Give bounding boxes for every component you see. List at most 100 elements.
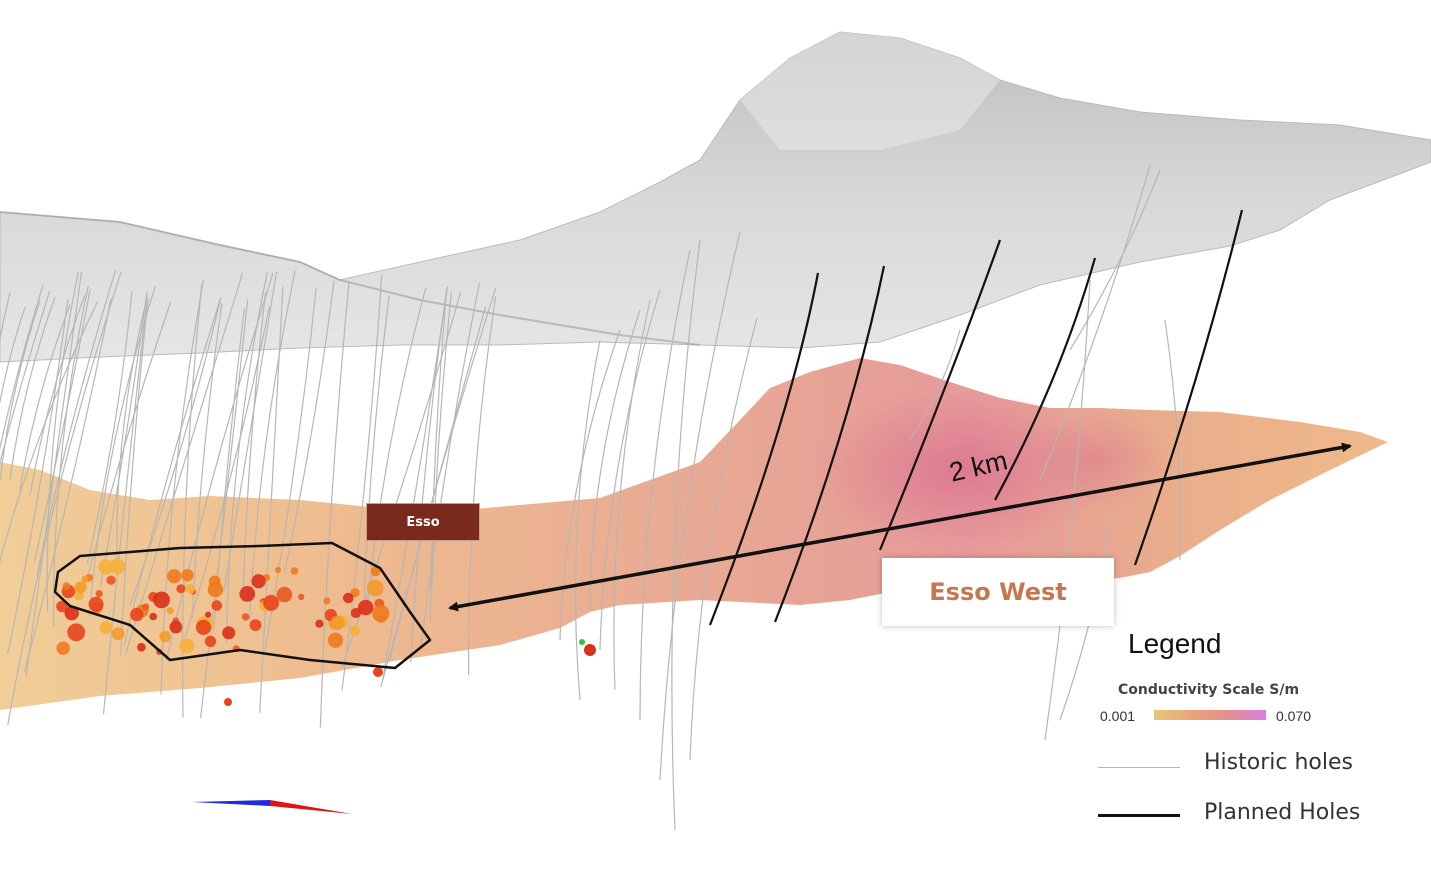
historic-hole	[52, 286, 89, 627]
assay-intercept	[373, 667, 383, 677]
assay-intercept	[176, 584, 186, 594]
assay-intercept	[204, 635, 217, 648]
assay-intercept	[584, 644, 596, 656]
assay-intercept	[153, 591, 170, 609]
historic-hole	[363, 296, 390, 599]
historic-hole	[420, 282, 480, 645]
assay-intercept	[99, 621, 113, 634]
historic-hole	[0, 306, 26, 405]
assay-intercept	[74, 581, 87, 594]
assay-intercept	[224, 698, 232, 706]
assay-intercept	[239, 586, 256, 602]
esso-outline	[53, 541, 432, 670]
historic-hole	[116, 303, 147, 567]
historic-hole	[184, 306, 271, 639]
historic-hole	[23, 298, 112, 673]
assay-intercept	[169, 620, 183, 634]
assay-intercept	[276, 586, 293, 603]
historic-hole	[199, 299, 249, 719]
historic-hole	[1039, 164, 1151, 481]
historic-hole	[909, 329, 961, 441]
historic-hole	[248, 270, 296, 621]
assay-intercept	[88, 596, 104, 612]
assay-intercept	[350, 588, 360, 598]
conductivity-scale-min: 0.001	[1100, 708, 1136, 724]
assay-intercept	[130, 607, 144, 622]
assay-intercept	[195, 619, 212, 636]
historic-hole	[9, 296, 56, 480]
historic-hole	[46, 272, 79, 612]
historic-hole	[0, 300, 41, 482]
historic-hole	[86, 291, 133, 564]
assay-intercept	[62, 582, 71, 590]
historic-hole	[1069, 169, 1161, 351]
assay-intercept	[109, 558, 126, 575]
historic-hole	[19, 304, 71, 490]
terrain-peak-highlight	[740, 32, 1000, 150]
historic-hole	[29, 294, 86, 496]
historic-hole	[341, 275, 383, 691]
historic-hole	[191, 303, 223, 619]
historic-hole	[225, 271, 268, 644]
conductivity-scale-title: Conductivity Scale S/m	[1118, 682, 1300, 698]
assay-intercept	[330, 615, 345, 630]
assay-intercept	[56, 600, 68, 613]
assay-intercept	[249, 619, 262, 631]
assay-intercept	[205, 611, 212, 618]
historic-hole	[283, 280, 335, 574]
assay-intercept	[274, 566, 282, 574]
assay-intercept	[327, 632, 344, 648]
assay-intercept	[343, 592, 354, 604]
assay-intercept	[98, 559, 114, 575]
assay-intercept	[323, 597, 331, 605]
north-arrow-west	[192, 800, 270, 806]
historic-hole	[7, 299, 69, 655]
assay-intercept	[142, 603, 150, 611]
historic-hole	[382, 286, 449, 680]
conductivity-scale-max: 0.070	[1276, 708, 1312, 724]
historic-hole	[0, 291, 51, 465]
historic-hole	[123, 299, 221, 646]
assay-intercept	[263, 594, 280, 611]
assay-intercept	[67, 623, 86, 642]
north-arrow-east	[270, 800, 352, 814]
assay-intercept	[64, 606, 79, 621]
historic-hole	[223, 271, 278, 592]
historic-hole	[319, 281, 350, 728]
assay-intercept	[251, 574, 266, 589]
historic-hole	[242, 292, 267, 602]
historic-hole	[389, 288, 497, 661]
assay-intercept	[222, 626, 236, 640]
assay-intercept	[181, 569, 194, 582]
assay-intercept	[159, 630, 171, 643]
historic-hole	[124, 272, 244, 655]
assay-intercept	[56, 641, 70, 655]
assay-intercept	[377, 613, 386, 623]
historic-hole	[429, 298, 447, 623]
planned-holes-swatch	[1098, 814, 1180, 817]
historic-hole	[0, 301, 99, 564]
assay-intercept	[179, 638, 195, 654]
historic-hole	[120, 296, 149, 656]
assay-intercept	[298, 593, 305, 601]
assay-intercept	[137, 642, 146, 652]
assay-intercept	[149, 612, 157, 621]
assay-intercept	[111, 627, 125, 641]
assay-intercept	[315, 619, 324, 628]
planned-holes-label: Planned Holes	[1204, 800, 1361, 825]
terrain-surface	[0, 31, 1431, 363]
historic-hole	[7, 271, 122, 725]
terrain-ridge-shadow	[0, 211, 701, 346]
esso-west-target-label: Esso West	[882, 558, 1114, 626]
assay-intercept	[81, 575, 89, 583]
assay-intercept	[166, 607, 174, 615]
historic-hole	[36, 269, 117, 575]
assay-intercept	[370, 566, 381, 577]
historic-hole	[431, 292, 452, 588]
esso-deposit-label: Esso	[366, 503, 480, 541]
assay-intercept	[241, 613, 250, 621]
historic-hole	[0, 292, 11, 342]
conductivity-hotspot-secondary	[1030, 410, 1170, 510]
assay-intercept	[290, 567, 299, 575]
historic-hole	[0, 284, 44, 451]
